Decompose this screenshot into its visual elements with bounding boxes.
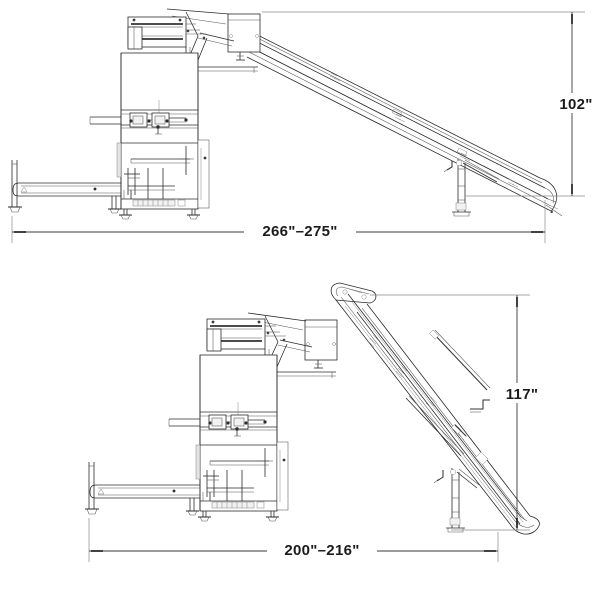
dimension-overall-height-bottom: 117" bbox=[370, 294, 543, 531]
dimension-overall-length-bottom: 200"–216" bbox=[88, 518, 499, 562]
drive-housing-bottom bbox=[304, 319, 338, 369]
dimension-label-bottom-horizontal: 200"–216" bbox=[284, 542, 359, 559]
dimension-label-top-horizontal: 266"–275" bbox=[262, 223, 337, 240]
incline-conveyor-top bbox=[227, 21, 563, 217]
infeed-conveyor-bottom bbox=[85, 462, 200, 516]
infeed-conveyor-top bbox=[8, 160, 121, 214]
upper-frame-bottom bbox=[206, 312, 336, 380]
dimension-overall-length-top: 266"–275" bbox=[11, 200, 546, 243]
dimension-overall-height-top: 102" bbox=[262, 11, 596, 197]
upper-elevation-view: 266"–275" 102" bbox=[8, 8, 596, 243]
drive-housing-top bbox=[227, 13, 261, 61]
machine-cabinet-bottom bbox=[168, 354, 289, 522]
dimension-label-top-vertical: 102" bbox=[559, 96, 592, 113]
sealing-head-assembly bbox=[129, 112, 188, 135]
dimension-label-bottom-vertical: 117" bbox=[506, 386, 539, 403]
machine-cabinet-top bbox=[89, 52, 210, 220]
sealing-head-assembly-bottom bbox=[208, 414, 267, 437]
incline-conveyor-bottom bbox=[330, 282, 540, 535]
lower-elevation-view: 200"–216" 117" bbox=[85, 282, 543, 562]
